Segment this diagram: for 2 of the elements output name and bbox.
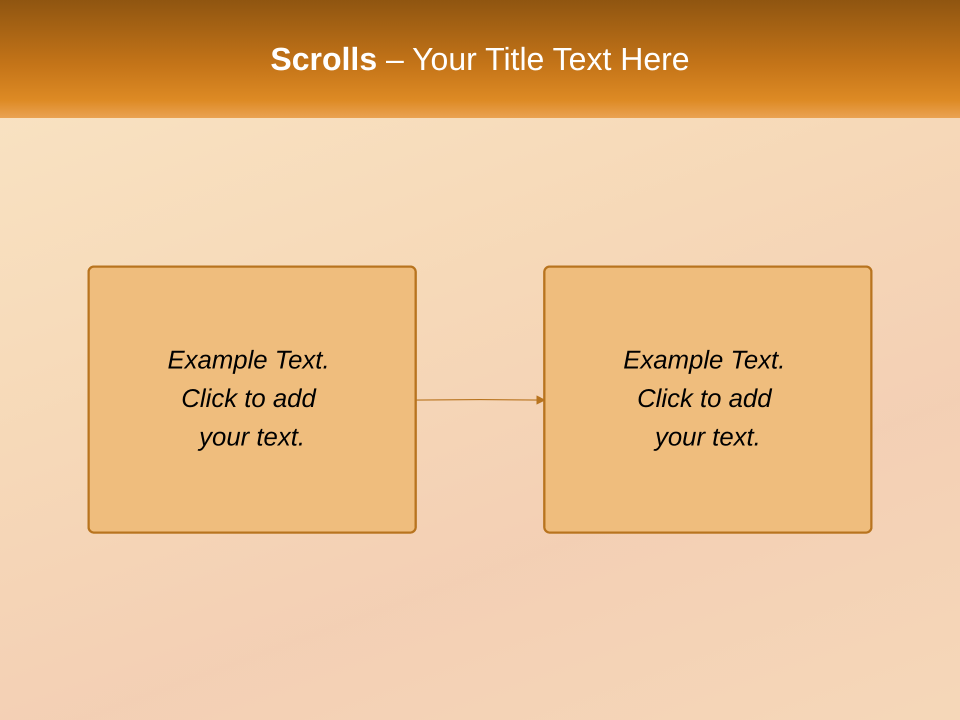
arrow [416, 396, 546, 406]
title: Scrolls – Your Title Text Here [269, 40, 691, 78]
